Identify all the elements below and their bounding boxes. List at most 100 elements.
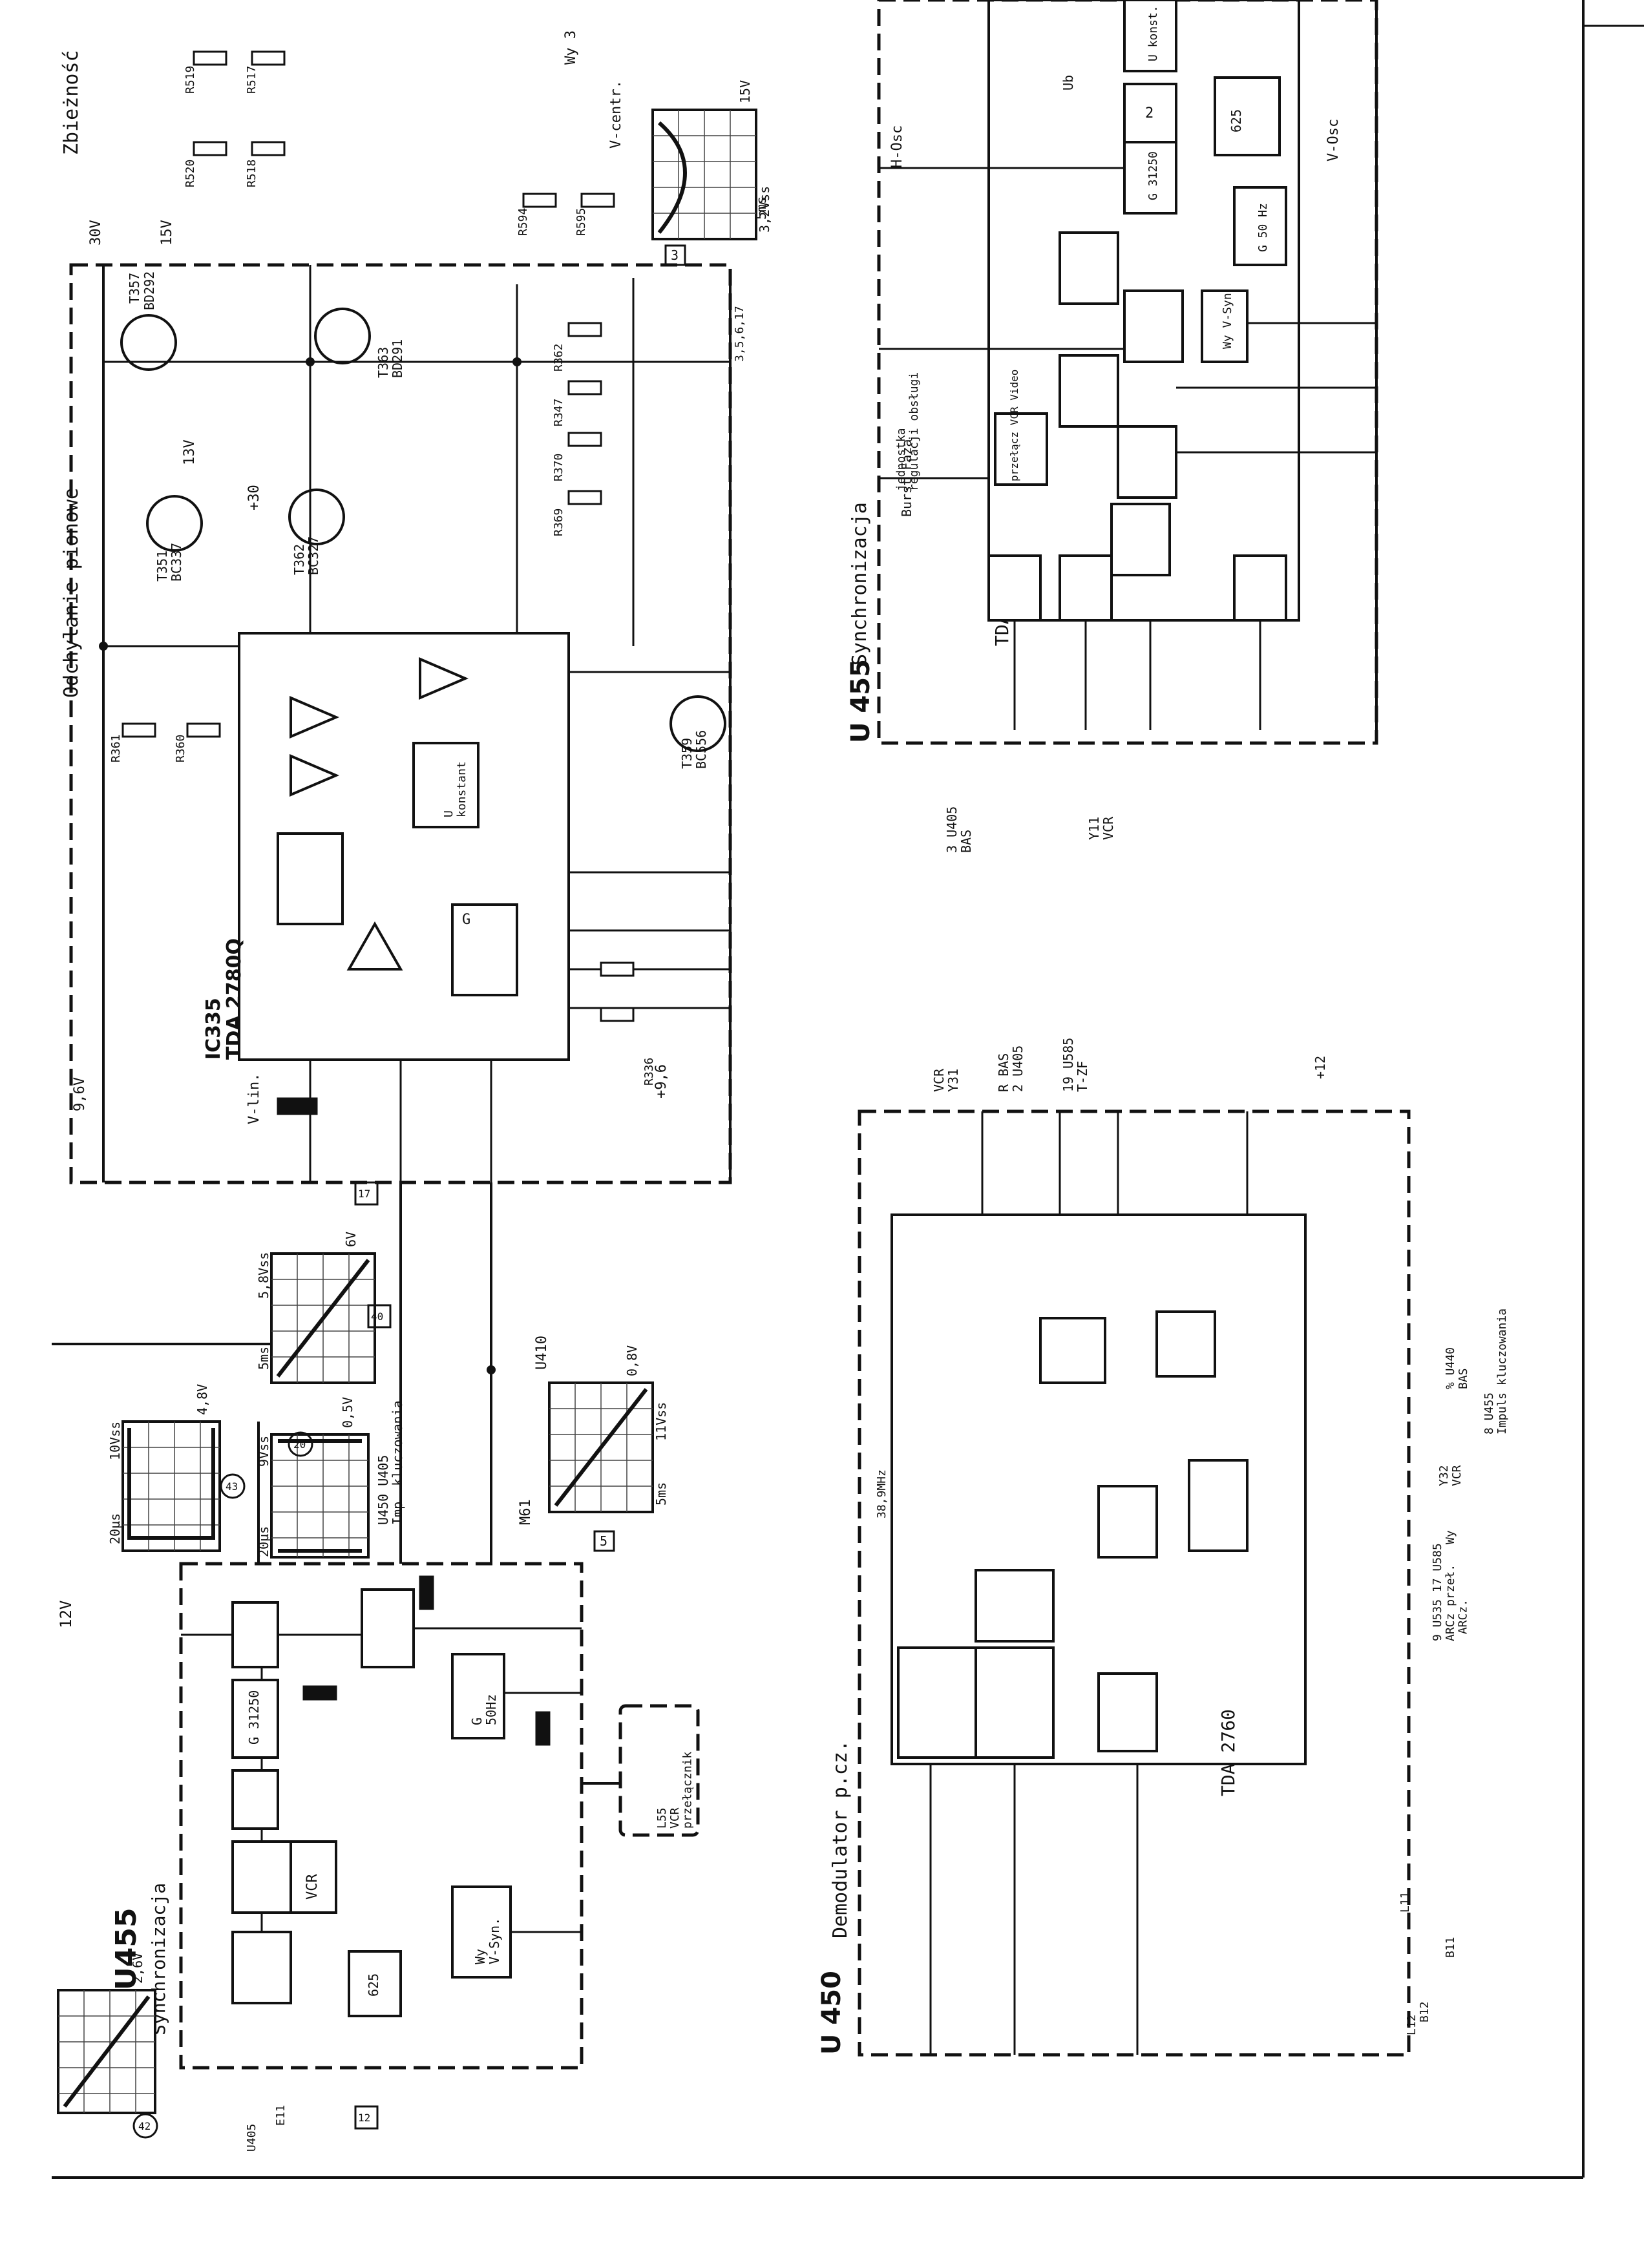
net-m61: M61 [518, 1499, 534, 1525]
scope-20-v: 0,5V [340, 1397, 355, 1428]
marker-42: 42 [138, 2120, 151, 2132]
pot-r20-label: Burst Faza [899, 439, 914, 517]
pot-r11-left[interactable] [302, 1685, 337, 1701]
net-l12: L12 [1405, 2014, 1418, 2035]
net-96: +9,6 [653, 1064, 669, 1098]
t362-type: BC327 [306, 536, 321, 575]
sync-block-gate2 [1110, 503, 1171, 576]
transistor-t362 [288, 488, 345, 545]
net-b11: B11 [1444, 1937, 1457, 1958]
svg-text:2: 2 [1145, 105, 1154, 121]
scope-3-vpp: 3,2Vss [757, 186, 772, 233]
scope-43-vpp: 10Vss [107, 1422, 123, 1460]
scope-42: 2,6V [57, 1953, 156, 2114]
section-demod: Demodulator p.cz. [829, 1740, 852, 1938]
transistor-t357 [120, 314, 177, 371]
r595-ref: R595 [574, 208, 588, 236]
marker-43: 43 [226, 1480, 238, 1493]
u455-left-wyvsyn: WyV-Syn. [472, 1918, 502, 1964]
r337-ref: R360 [174, 735, 187, 762]
scope-40-v: 6V [343, 1232, 359, 1247]
t362-ref: T362 [291, 544, 307, 575]
net-wy3: Wy 3 [563, 30, 579, 65]
resistors: R519 R517 R520 R518 R594 R595 R362 R347 … [109, 50, 656, 1086]
pot-r17-left[interactable] [535, 1711, 551, 1746]
sync-block-g31250 [1123, 141, 1177, 215]
net-jednostka: jednostkaregulacji obsługi [894, 372, 921, 491]
u455-left-vcr: VCR [304, 1874, 321, 1900]
net-u410: U410 [534, 1336, 550, 1370]
r518-ref: R518 [245, 160, 258, 187]
scope-43-v: 4,8V [195, 1384, 210, 1415]
scope-20: 0,5V 9Vss 20µs [256, 1397, 370, 1559]
sync-block-konst [1123, 0, 1177, 72]
svg-text:625: 625 [1228, 109, 1244, 132]
net-u450-imp: U450 U405Imp. kluczowania [375, 1400, 405, 1525]
l55-label: L55VCRprzełącznik [655, 1752, 695, 1829]
sync-block-gate [1117, 425, 1177, 499]
t357-ref: T357 [127, 273, 142, 304]
ic335-konst: Ukonstant [442, 761, 469, 817]
r367-ref: R370 [552, 454, 565, 481]
scope-43: 4,8V 10Vss 20µs [107, 1384, 221, 1552]
sync-block-625 [1214, 76, 1281, 156]
r519-ref: R519 [184, 66, 197, 94]
sync-block-schmitt [1059, 231, 1119, 305]
t363-ref: T363 [375, 347, 391, 378]
net-y32-vcr: Y32VCR [1437, 1465, 1464, 1486]
t363-type: BD291 [390, 339, 405, 378]
r366-ref: R369 [552, 509, 565, 536]
r517-ref: R517 [245, 66, 258, 94]
svg-text:G 31250: G 31250 [246, 1690, 262, 1745]
marker-5: 5 [600, 1533, 607, 1549]
r520-ref: R520 [184, 160, 197, 187]
net-96v: 9,6V [72, 1077, 88, 1111]
sync-block-phase [1123, 289, 1184, 363]
net-labels: 30V 15V 13V +30 12V +9,6 9,6V V-centr. W… [57, 30, 1509, 2152]
scope-40-vpp: 5,8Vss [256, 1252, 271, 1299]
net-u585: 19 U585T-ZF [1060, 1038, 1090, 1092]
net-b12: B12 [1418, 2001, 1431, 2022]
pot-r340[interactable] [277, 1097, 318, 1115]
module-u455-top: U 455 TDA 2572 U konst. 2 625 G 31250 G … [846, 0, 1378, 745]
bus-wiring [52, 0, 1378, 1785]
svg-text:G 50 Hz: G 50 Hz [1256, 203, 1270, 252]
net-u405: U405 [245, 2124, 258, 2152]
scope-5-vpp: 11Vss [653, 1402, 669, 1441]
u455-left-625: 625 [366, 1973, 381, 1997]
r332-ref: R336 [642, 1058, 656, 1086]
pot-r340-label: V-lin. [246, 1073, 262, 1124]
ref-markers: 3 40 43 20 5 42 12 17 [132, 244, 686, 2139]
ic335-ref: IC335 [202, 998, 225, 1060]
pot-r20-left[interactable] [419, 1575, 434, 1610]
scope-3-t: 5ms [754, 196, 769, 220]
scope-5-t: 5ms [653, 1482, 669, 1506]
net-13v: 13V [182, 439, 198, 465]
net-30: +30 [246, 485, 262, 510]
net-vcr-y31: VCRY31 [931, 1068, 961, 1092]
scope-3: 15V 3,2Vss 5ms [651, 80, 772, 240]
svg-text:G 31250: G 31250 [1146, 151, 1160, 200]
section-sync: Synchronizacja [848, 502, 871, 666]
scope-3-v: 15V [737, 80, 753, 103]
net-12v: 12V [57, 1601, 75, 1628]
r369-ref: R347 [552, 399, 565, 426]
t359-type: BC556 [693, 730, 709, 769]
sync-block-pulse [987, 554, 1042, 622]
marker-3: 3 [671, 247, 679, 263]
scope-40-t: 5ms [256, 1347, 271, 1370]
sync-block-pulse2 [1233, 554, 1287, 622]
net-u440b: % U440BAS [1444, 1347, 1470, 1389]
net-u405-bas: 3 U405BAS [944, 806, 974, 853]
r594-ref: R594 [516, 208, 530, 236]
net-p12: +12 [1312, 1056, 1328, 1079]
net-e11: E11 [274, 2105, 288, 2126]
net-30v: 30V [88, 220, 104, 246]
net-ub: Ub [1060, 75, 1076, 90]
sync-block-2 [1123, 83, 1177, 143]
l55-switch: L55VCRprzełącznik [618, 1704, 700, 1837]
svg-text:U konst.: U konst. [1146, 5, 1160, 61]
r370-ref: R362 [552, 344, 565, 372]
marker-40: 40 [371, 1310, 383, 1323]
